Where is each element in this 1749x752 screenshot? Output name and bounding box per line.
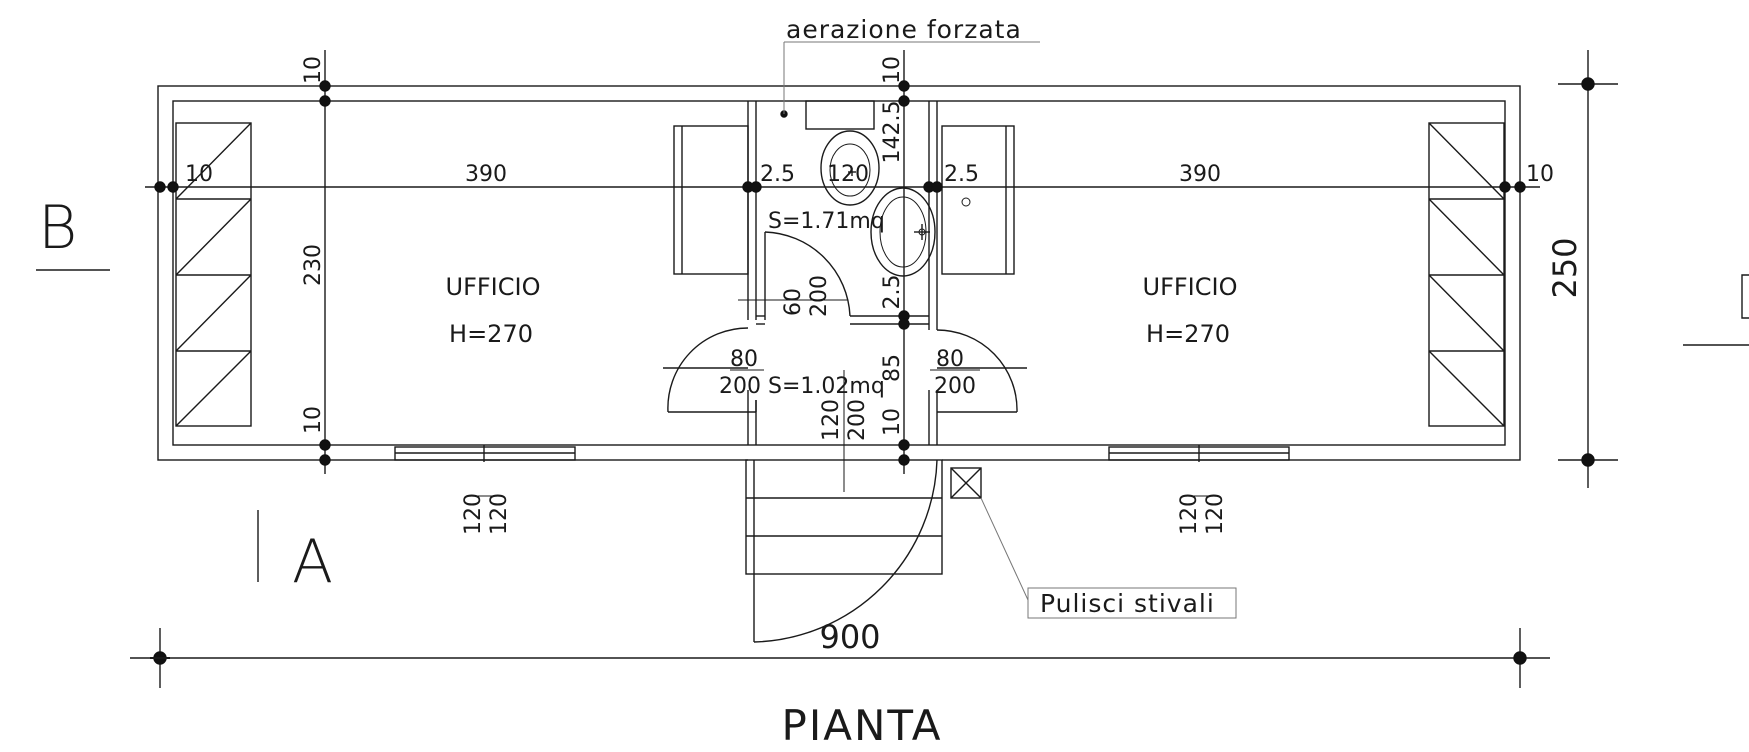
dim-office-right-width: 390 <box>1179 162 1221 187</box>
dim-entry-door-h: 200 <box>845 399 870 441</box>
dim-door-bath-w: 60 <box>781 288 806 316</box>
dim-hall-depth: 85 <box>880 354 905 382</box>
dim-wall-bottom-mid: 10 <box>880 408 905 436</box>
dim-partition-left: 2.5 <box>760 162 795 187</box>
doors <box>663 231 1027 643</box>
dim-door-right-h: 200 <box>934 374 976 399</box>
ventilation-label: aerazione forzata <box>786 15 1022 44</box>
bathroom-fixtures <box>780 100 971 277</box>
section-letter-b: B <box>38 193 77 263</box>
dim-wall-left-side: 10 <box>185 162 213 187</box>
office-left-name: UFFICIO <box>446 273 541 301</box>
dim-entry-door-w: 120 <box>819 399 844 441</box>
dim-wall-bottom-left: 10 <box>301 406 326 434</box>
dim-door-right-w: 80 <box>936 347 964 372</box>
opening-dimensions: 60 200 80 200 80 200 120 200 120 120 120… <box>461 275 1228 535</box>
cabinets <box>673 125 1015 275</box>
dim-bath-partition: 2.5 <box>880 275 905 310</box>
horizontal-dimensions: 10 390 2.5 120 2.5 390 10 900 <box>185 162 1554 656</box>
boot-cleaner <box>950 467 1029 601</box>
dim-wall-top-left: 10 <box>301 56 326 84</box>
dim-door-left-w: 80 <box>730 347 758 372</box>
dim-door-bath-h: 200 <box>807 275 832 317</box>
dim-total-depth: 250 <box>1546 237 1584 298</box>
room-labels: UFFICIO H=270 UFFICIO H=270 S=1.71mq S=1… <box>446 209 1238 399</box>
section-letter-a: A <box>292 527 333 597</box>
dim-window-left-w: 120 <box>461 493 486 535</box>
dimension-lines <box>130 50 1618 688</box>
dim-door-left-h: 200 <box>719 374 761 399</box>
shelving-right <box>1428 122 1505 427</box>
bathroom-area: S=1.71mq <box>768 209 885 234</box>
section-marker-b-left: B <box>36 193 110 271</box>
vertical-dimensions: 10 230 10 10 142.5 2.5 85 10 250 <box>301 56 1584 436</box>
section-marker-b-right <box>1683 274 1749 346</box>
office-right-name: UFFICIO <box>1143 273 1238 301</box>
dim-partition-right: 2.5 <box>944 162 979 187</box>
toilet-icon <box>820 130 880 206</box>
dim-wall-right-side: 10 <box>1526 162 1554 187</box>
dim-bath-depth: 142.5 <box>880 101 905 164</box>
dim-wall-top-mid: 10 <box>880 56 905 84</box>
dim-window-left-h: 120 <box>487 493 512 535</box>
windows <box>394 445 1290 462</box>
section-marker-a: A <box>257 510 333 597</box>
boot-cleaner-label: Pulisci stivali <box>1040 589 1215 618</box>
office-left-height: H=270 <box>449 320 533 348</box>
dimension-nodes <box>150 77 1595 665</box>
dim-total-width: 900 <box>819 618 880 656</box>
plan-title: PIANTA <box>782 701 943 750</box>
ventilation-leader: aerazione forzata <box>783 15 1040 114</box>
dim-window-right-w: 120 <box>1177 493 1202 535</box>
dim-window-right-h: 120 <box>1203 493 1228 535</box>
dim-bath-width: 120 <box>827 162 869 187</box>
boot-cleaner-tag: Pulisci stivali <box>1027 587 1237 619</box>
dim-inner-depth: 230 <box>301 244 326 286</box>
office-right-height: H=270 <box>1146 320 1230 348</box>
dim-office-left-width: 390 <box>465 162 507 187</box>
hall-area: S=1.02mq <box>768 374 885 399</box>
washbasin-icon <box>870 187 936 277</box>
